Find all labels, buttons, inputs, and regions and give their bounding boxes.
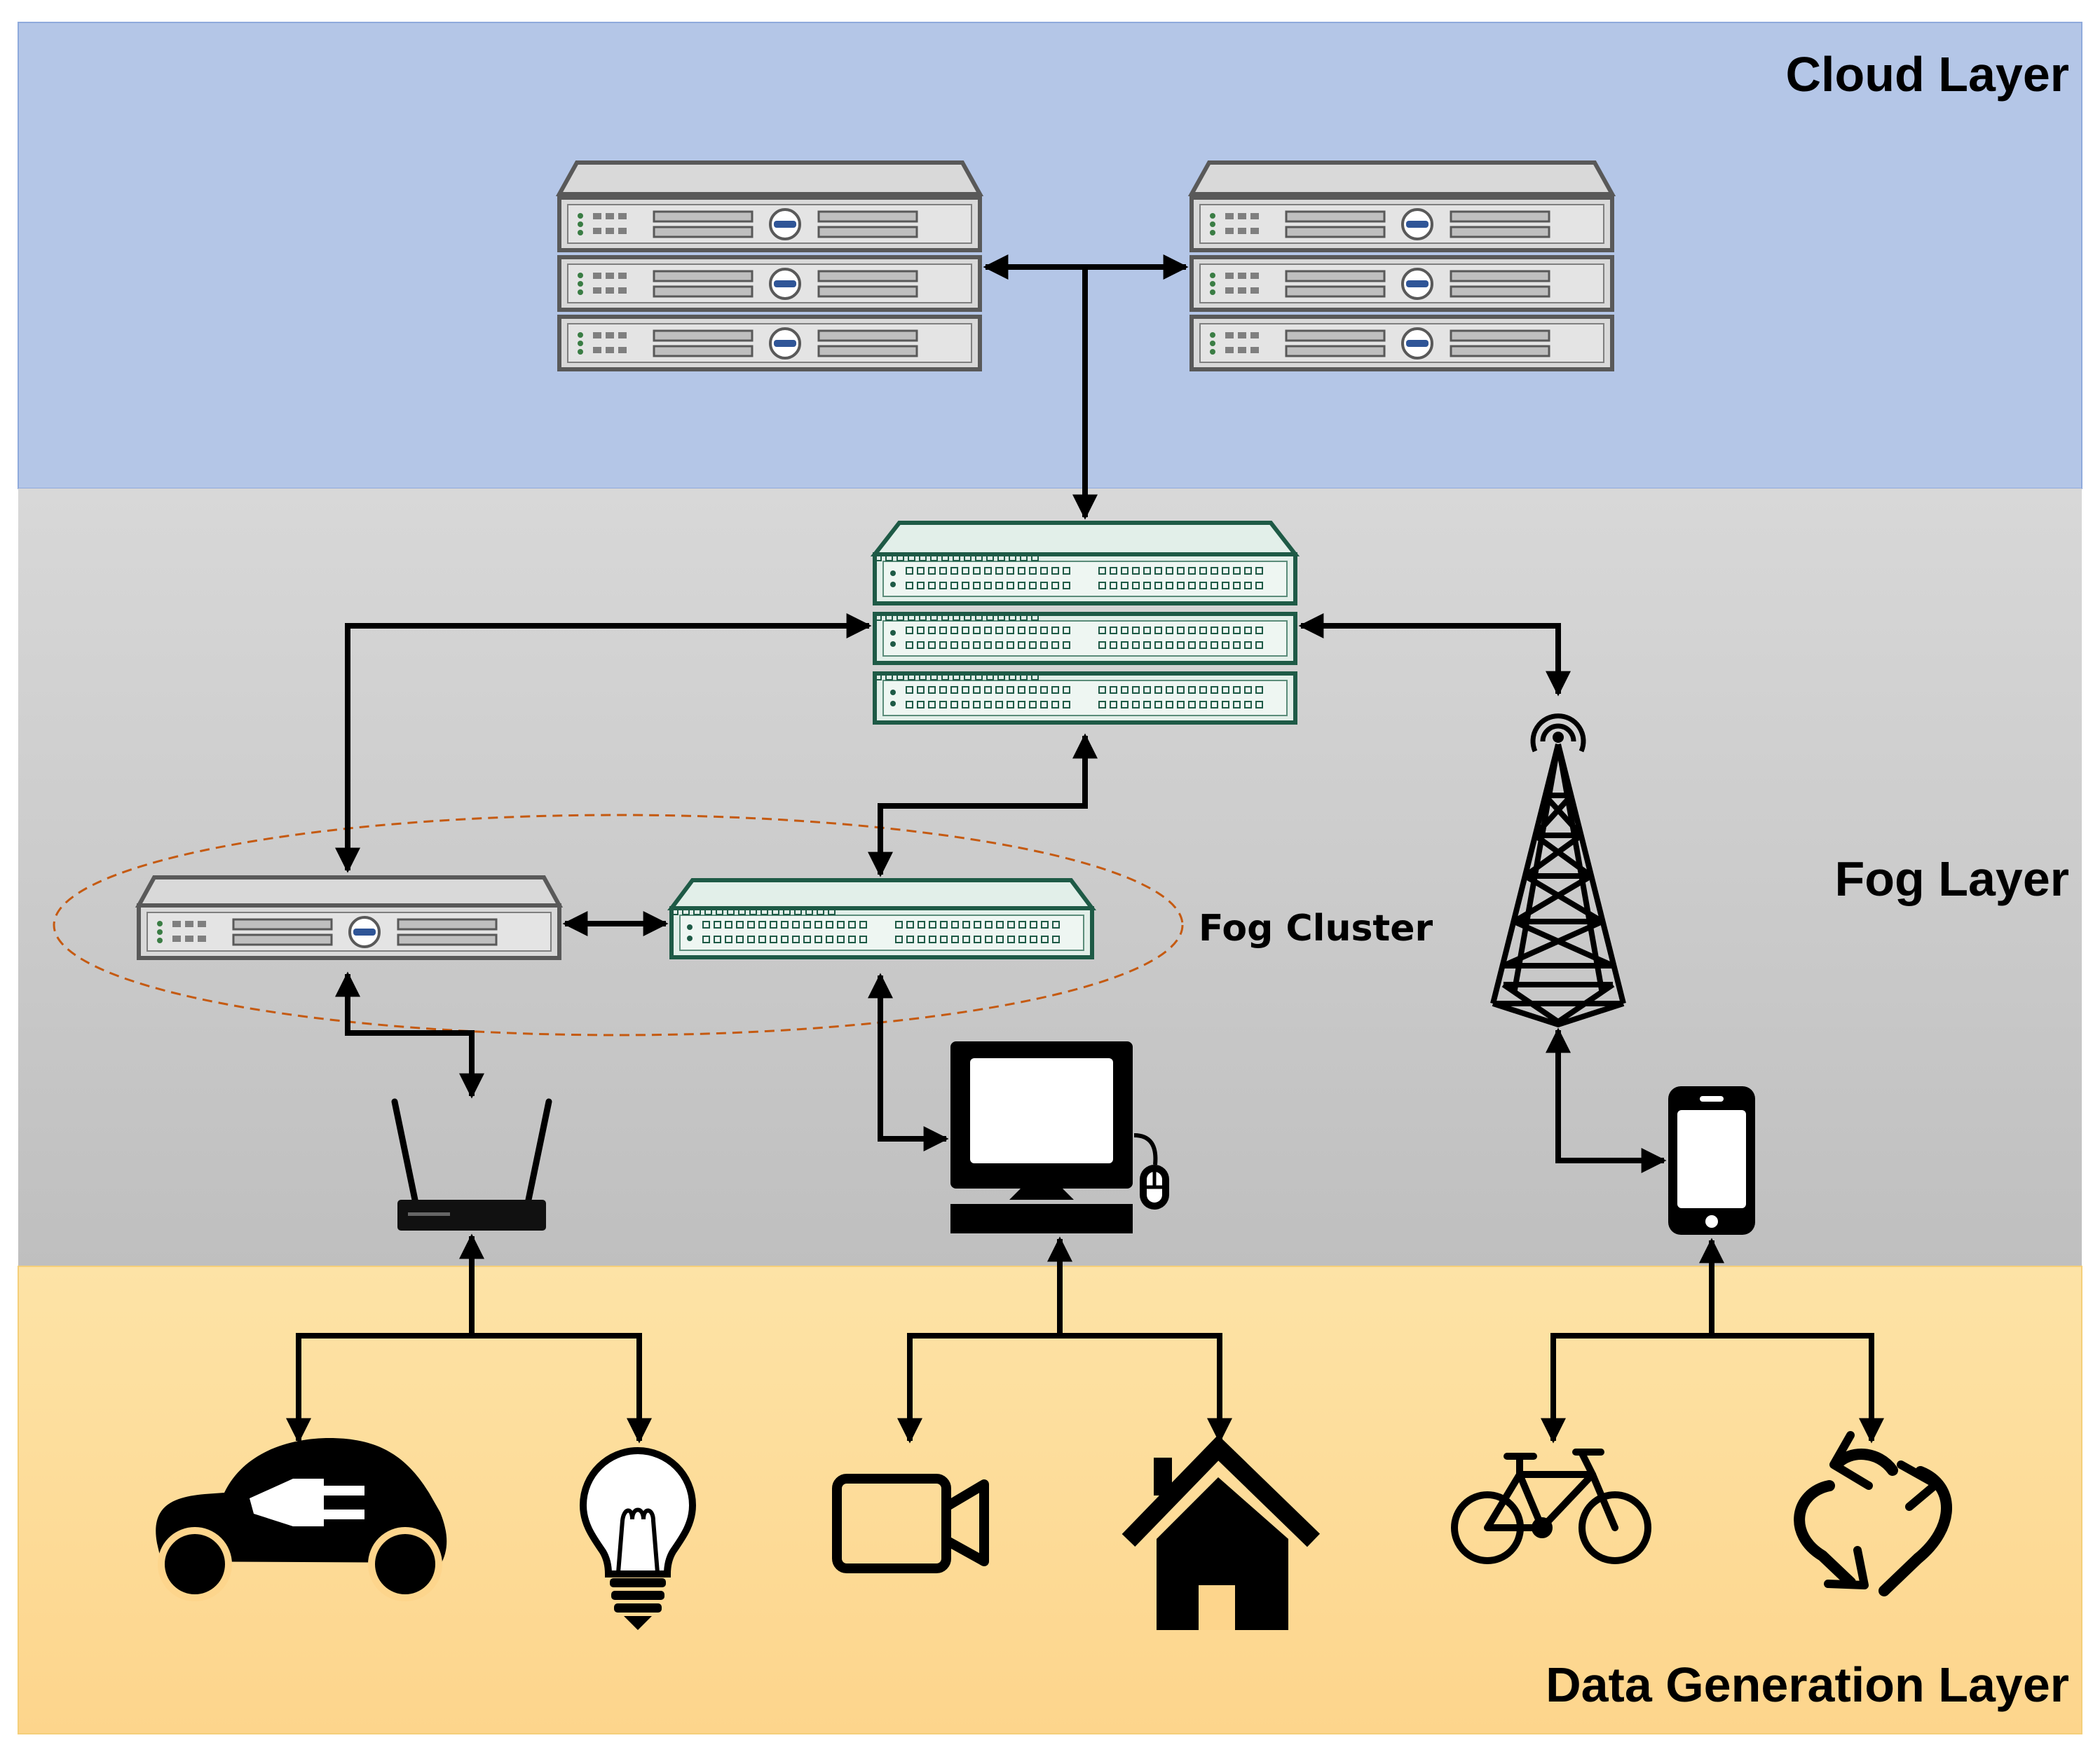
electric-car-icon [156, 1438, 447, 1601]
fog-switch-stack [870, 521, 1300, 723]
fog-layer-title: Fog Layer [1834, 851, 2069, 906]
arrow-fog-server-to-router [335, 971, 484, 1099]
arrow-computer-branch [897, 1333, 1232, 1444]
arrow-stack-to-fog-switch [868, 733, 1098, 877]
data-generation-layer-title: Data Generation Layer [1546, 1657, 2069, 1712]
network-switch-icon [870, 521, 1300, 723]
fog-server [135, 875, 564, 958]
arrow-phone-branch [1541, 1333, 1884, 1444]
fog-switch [667, 878, 1096, 957]
smartphone-icon [1668, 1086, 1755, 1235]
rack-server-icon [1187, 160, 1616, 369]
fog-cluster-label: Fog Cluster [1199, 908, 1433, 950]
cell-tower-icon [1490, 713, 1626, 1027]
desktop-computer-icon [950, 1041, 1169, 1233]
connector-arrows [286, 254, 1884, 1444]
bicycle [1451, 1449, 1651, 1564]
video-camera [832, 1474, 989, 1573]
arrow-router-branch [286, 1333, 652, 1444]
light-bulb-icon [579, 1446, 697, 1630]
server-icon [135, 875, 564, 958]
cell-tower [1490, 713, 1626, 1027]
rack-server-icon [555, 160, 984, 369]
arrow-stack-to-tower [1298, 613, 1571, 697]
house-icon [1121, 1435, 1321, 1630]
arrow-tower-to-phone [1546, 1027, 1667, 1173]
electric-car [156, 1438, 447, 1601]
bicycle-icon [1451, 1449, 1651, 1564]
arrow-stack-to-fog-server [335, 613, 872, 873]
smartphone [1668, 1086, 1755, 1235]
desktop-computer [950, 1041, 1169, 1233]
cloud-server-right [1187, 160, 1616, 369]
cloud-server-left [555, 160, 984, 369]
cloud-layer-band [18, 22, 2082, 489]
recycle-icon [1794, 1431, 1952, 1596]
wifi-router [391, 1098, 552, 1231]
recycle [1794, 1431, 1952, 1596]
cloud-layer-title: Cloud Layer [1785, 47, 2069, 102]
video-camera-icon [832, 1474, 989, 1573]
network-switch-icon [667, 878, 1096, 957]
wifi-router-icon [391, 1098, 552, 1231]
arrow-fog-switch-to-computer [868, 973, 949, 1151]
light-bulb [579, 1446, 697, 1630]
house [1121, 1435, 1321, 1630]
